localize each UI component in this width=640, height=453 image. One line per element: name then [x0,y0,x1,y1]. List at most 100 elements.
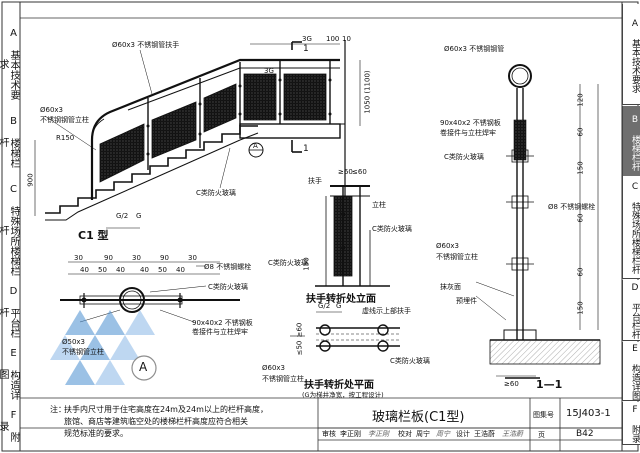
plan-dim-8: 40 [116,266,125,274]
turn-plan [290,311,400,352]
type-label: C1 型 [78,229,109,242]
plan-detail [60,261,240,323]
plan-glass-label: C类防火玻璃 [208,283,248,291]
watermark-letter: A [139,360,148,374]
sec-dim-4: 60 [576,213,585,223]
turnplan-tube-2: 不锈钢管立柱 [262,375,304,383]
left-tab-e[interactable]: E 构造详图 [0,346,19,402]
dim-100: 100 [326,35,340,43]
sec-plate-label-2: 卷接件与立柱焊牢 [440,129,496,137]
turn-plan-note: (G为梯井净宽，按工程设计) [302,391,384,399]
turn-d60b-label: ≤60 [352,168,367,176]
plan-dim-2: 90 [104,254,113,262]
atlas-number: 15J403-1 [566,408,611,419]
left-tab-e-letter: E [8,348,19,359]
right-tab-a[interactable]: A 基本技术要求 [622,4,640,105]
sign-signature-designer: 王浩蔚 [502,430,523,438]
plan-tube-label-2: 不锈钢管立柱 [62,348,104,356]
right-tab-b-letter: B [630,115,640,125]
right-tab-f[interactable]: F 附录 [622,402,640,445]
note-label: 注： [50,405,66,414]
sec-bolt-label: Ø8 不锈钢螺栓 [548,203,596,211]
turnplan-glass: C类防火玻璃 [390,357,430,365]
plan-dim-1: 30 [74,254,83,262]
plan-dim-10: 50 [158,266,167,274]
left-tab-d[interactable]: D 平台栏杆 [0,284,19,340]
atlas-label: 图集号 [533,411,554,419]
section-mark-bottom: 1 [303,144,309,154]
left-tab-f[interactable]: F 附录 [0,406,19,446]
sec-post-label: Ø60x3 [436,242,460,250]
left-tab-f-letter: F [8,410,19,421]
note-line-1: 扶手内尺寸用于住宅高度在24m及24m以上的栏杆高度， [64,405,268,414]
right-tab-e[interactable]: E 构造详图 [622,342,640,401]
drawing-title: 玻璃栏板(C1型) [372,410,465,425]
right-tab-f-label: 附录 [630,425,640,443]
plan-dim-6: 40 [80,266,89,274]
right-tab-c-letter: C [630,182,640,192]
turnplan-d60: ≥60 [295,322,304,338]
left-tab-c-label: 特殊场所楼梯栏杆 [0,206,19,276]
section-title: 1—1 [536,378,563,391]
sec-dim-5: 60 [576,267,585,277]
turn-elevation-title: 扶手转折处立面 [306,294,376,305]
title-block-lines [317,398,622,451]
plan-dim-11: 40 [176,266,185,274]
turn-glass-label-1: C类防火玻璃 [372,225,412,233]
sign-name-designer: 王浩蔚 [474,430,495,438]
sec-top-label: Ø60x3 不锈钢钢管 [444,45,505,53]
g-label: G [136,212,142,220]
page-number: B42 [576,429,594,439]
turn-glass-label-2: C类防火玻璃 [268,259,308,267]
watermark-logo [50,310,157,385]
turnplan-g: G [336,302,342,310]
sec-plate-label: 90x40x2 不锈钢板 [440,119,501,127]
post-label-2: 不锈钢钢管立柱 [40,116,89,124]
right-tab-a-label: 基本技术要求 [630,39,640,93]
turnplan-upper-label: 虚线示上部扶手 [362,307,411,315]
note-line-3: 规范标准的要求。 [64,429,128,438]
turn-d150-label: 150 [302,257,311,271]
sign-role-checker: 校对 [398,430,412,438]
left-tab-b[interactable]: B 楼梯栏杆 [0,112,19,172]
sign-role-designer: 设计 [456,430,470,438]
sign-name-reviewer: 李正刚 [340,430,361,438]
sec-glass-label: C类防火玻璃 [444,153,484,161]
sec-dim-2: 60 [576,127,585,137]
turn-handrail-label: 扶手 [308,177,322,185]
right-tab-e-letter: E [630,344,640,354]
stair-elevation [34,40,361,260]
sign-signature-checker: 周宁 [436,430,450,438]
right-tab-c-label: 特殊场所楼梯栏杆 [630,202,640,274]
right-tab-b[interactable]: B 楼梯栏杆 [622,106,640,177]
h900-label: 900 [26,173,35,187]
left-tab-e-label: 构造详图 [0,369,19,400]
glass-label: C类防火玻璃 [196,189,236,197]
turnplan-d50: ≤50 [295,340,304,356]
post-label: Ø60x3 [40,106,64,114]
right-tab-c[interactable]: C 特殊场所楼梯栏杆 [622,176,640,279]
right-tab-d[interactable]: D 平台栏杆 [622,280,640,341]
dim-10: 10 [342,35,351,43]
sign-role-reviewer: 审核 [322,430,336,438]
plan-plate-label: 90x40x2 不锈钢板 [192,319,253,327]
plan-bolt-label: Ø8 不锈钢螺栓 [204,263,252,271]
right-tab-e-label: 构造详图 [630,364,640,400]
page-label: 页 [538,431,545,439]
detail-a-mark: A [253,142,258,150]
left-tab-c[interactable]: C 特殊场所楼梯栏杆 [0,180,19,280]
turn-elevation [315,185,390,287]
turnplan-g2: G/2 [318,302,331,310]
plan-tube-label: Ø50x3 [62,338,86,346]
plan-dim-9: 40 [140,266,149,274]
turnplan-tube: Ø60x3 [262,364,286,372]
sec-dim-3: 150 [576,161,585,175]
sec-dim-6: 150 [576,301,585,315]
left-tab-a[interactable]: A 基本技术要求 [0,24,19,104]
left-tab-c-letter: C [8,184,19,195]
turn-plan-title: 扶手转折处平面 [304,380,374,391]
plan-plate-label-2: 卷接件与立柱焊牢 [192,328,248,336]
right-tab-b-label: 楼梯栏杆 [630,135,640,171]
right-tab-d-label: 平台栏杆 [630,303,640,339]
plan-dim-5: 30 [188,254,197,262]
